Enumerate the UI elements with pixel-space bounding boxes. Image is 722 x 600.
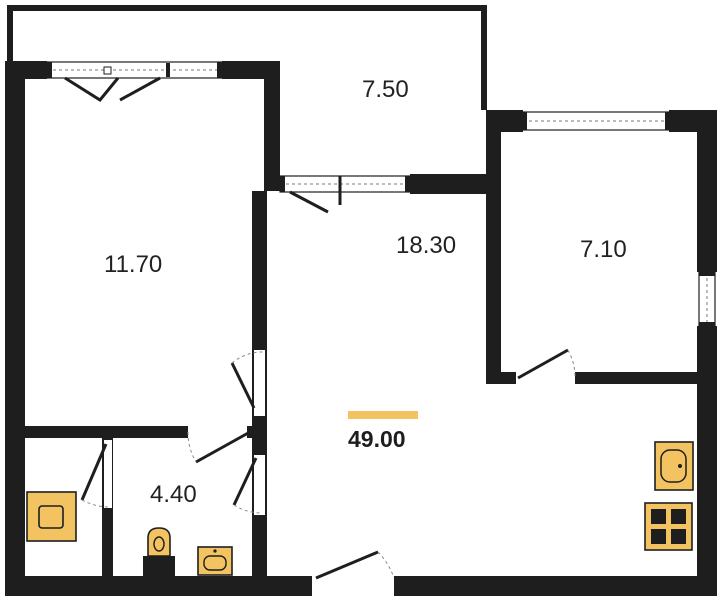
wall-right-lower xyxy=(697,326,717,592)
sink-icon xyxy=(654,441,694,491)
washbasin-icon xyxy=(197,546,233,576)
door-entrance xyxy=(312,550,395,594)
toilet-icon xyxy=(143,527,175,578)
room-area-bedroom: 11.70 xyxy=(104,251,163,278)
balcony-outline xyxy=(7,5,487,110)
door-kitchen xyxy=(516,348,576,383)
wall-kitchen-bottom-left xyxy=(486,372,516,384)
window-kitchen-side xyxy=(698,271,716,327)
stove-icon xyxy=(644,502,693,551)
wall-kitchen-top-left xyxy=(486,110,523,132)
washing-machine-icon xyxy=(26,491,77,542)
door-bedroom xyxy=(230,350,266,416)
wall-bottom-right xyxy=(394,576,717,596)
wall-left xyxy=(5,61,25,581)
door-wc xyxy=(80,440,112,508)
room-area-balcony: 7.50 xyxy=(362,76,409,103)
wall-kitchen-left xyxy=(486,110,501,384)
window-bedroom xyxy=(46,61,223,102)
wall-top-left xyxy=(5,61,47,79)
wall-right-upper xyxy=(697,110,717,272)
door-hall-bath xyxy=(232,455,265,515)
door-bathroom xyxy=(187,428,251,464)
room-area-living-room: 18.30 xyxy=(396,232,457,259)
wall-hall-top xyxy=(410,174,490,194)
wall-bottom-left xyxy=(5,576,312,596)
window-kitchen xyxy=(522,111,670,131)
wall-kitchen-bottom-right xyxy=(575,372,700,384)
room-area-kitchen: 7.10 xyxy=(580,236,627,263)
room-area-bathroom: 4.40 xyxy=(150,481,197,508)
wall-bedroom-right xyxy=(264,61,280,191)
total-area-accent xyxy=(348,411,418,419)
balcony-door xyxy=(279,175,411,214)
total-area: 49.00 xyxy=(348,426,406,452)
wall-bath-top-stub xyxy=(247,426,267,438)
